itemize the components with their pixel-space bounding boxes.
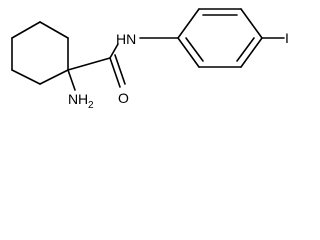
aromatic-inner-line — [236, 37, 255, 62]
double-bond-line — [114, 54, 126, 85]
ring-bond — [177, 37, 200, 68]
ring-bond — [240, 8, 263, 39]
ring-bond — [11, 21, 41, 39]
ring-bond — [39, 69, 69, 85]
aromatic-inner-line — [185, 37, 204, 62]
amine-h-count: 2 — [88, 100, 94, 111]
amine-group-label: N H 2 — [68, 91, 94, 111]
benzene-ring — [177, 8, 263, 68]
carbonyl-double-bond — [109, 54, 126, 88]
cyclohexane-ring — [11, 21, 69, 85]
amide-nh-label: HN — [116, 31, 136, 47]
c-n-amide-bond — [109, 43, 119, 59]
c-n-amine-bond — [67, 69, 76, 91]
ring-bond — [11, 69, 41, 85]
ring-bond — [39, 21, 69, 39]
amine-n-label: N — [68, 91, 78, 107]
chemical-structure: HN O I N H 2 — [11, 8, 289, 111]
carbonyl-oxygen-label: O — [118, 90, 129, 106]
ring-bond — [177, 8, 200, 39]
iodine-label: I — [285, 30, 289, 46]
amine-h-label: H — [78, 91, 88, 107]
c-c-bond — [67, 57, 111, 71]
double-bond-line — [109, 57, 121, 88]
ring-bond — [240, 37, 263, 68]
